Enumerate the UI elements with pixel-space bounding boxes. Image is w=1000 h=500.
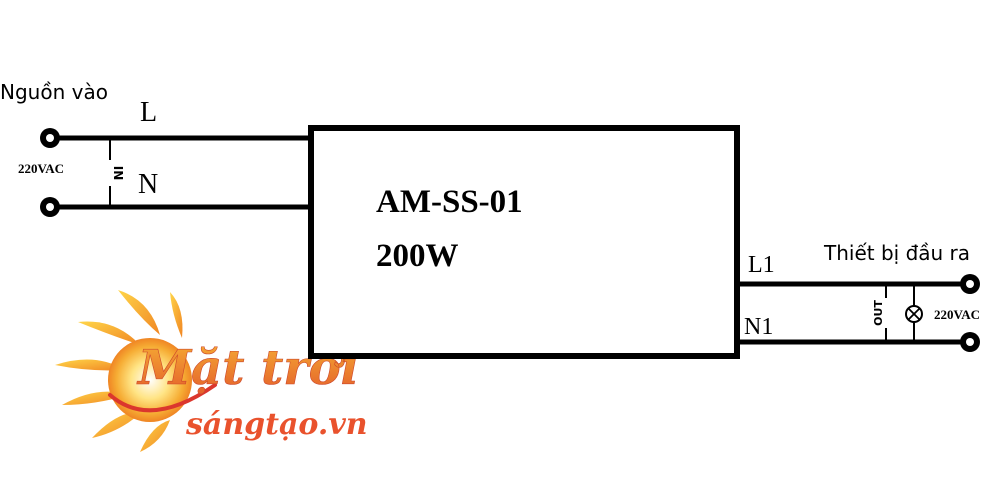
output-voltage-label: 220VAC: [934, 307, 980, 322]
input-line-label: L: [140, 97, 157, 128]
input-neutral-label: N: [138, 169, 158, 200]
input-terminal-label: IN: [111, 166, 125, 181]
sun-core: [108, 338, 192, 422]
lamp-icon: [905, 286, 923, 340]
output-neutral-label: N1: [744, 314, 773, 340]
logo-brand-name: Mặt trời: [136, 340, 359, 396]
input-line-terminal: [40, 128, 60, 148]
device-box: [308, 125, 740, 359]
sun-swoosh: [108, 383, 217, 413]
device-power: 200W: [376, 238, 459, 274]
output-terminal-marker: OUT: [872, 286, 887, 340]
input-title: Nguồn vào: [0, 80, 108, 104]
output-line-terminal: [960, 274, 980, 294]
sun-logo: Mặt trời sángtạo.vn: [55, 290, 368, 452]
output-terminal-label: OUT: [872, 300, 885, 326]
input-neutral-terminal: [40, 197, 60, 217]
output-title: Thiết bị đầu ra: [823, 241, 970, 265]
output-line-label: L1: [748, 252, 775, 278]
input-voltage-label: 220VAC: [18, 161, 64, 176]
output-neutral-terminal: [960, 332, 980, 352]
device-model: AM-SS-01: [376, 184, 523, 220]
input-terminal-marker: IN: [109, 140, 125, 205]
logo-brand-domain: sángtạo.vn: [185, 407, 368, 442]
sun-rays: [55, 290, 183, 452]
